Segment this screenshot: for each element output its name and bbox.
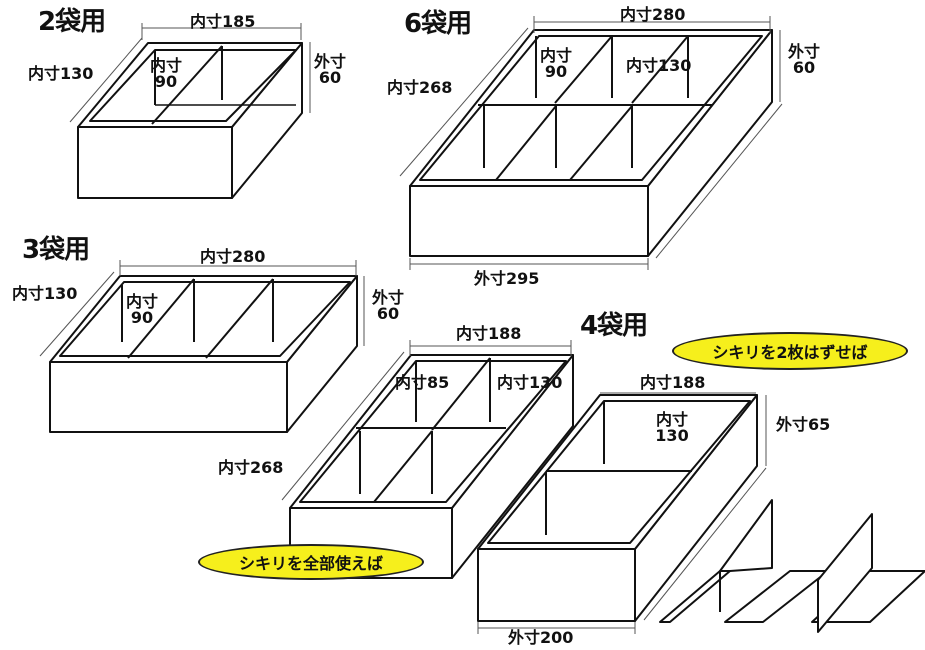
box6-inner-depth: 内寸268: [387, 78, 453, 97]
box6-outer-width: 外寸295: [474, 269, 540, 288]
title-6-bags: 6袋用: [404, 9, 472, 39]
box-6-dimension-lines: [399, 16, 783, 270]
box4a-inner-width: 内寸188: [456, 324, 522, 343]
box-3-bags: [49, 275, 358, 433]
box4b-outer-width: 外寸200: [508, 628, 574, 647]
title-4-bags: 4袋用: [580, 311, 648, 341]
box3-inner-depth: 内寸130: [12, 284, 78, 303]
box2-inner-depth: 内寸130: [28, 64, 94, 83]
title-3-bags: 3袋用: [22, 235, 90, 265]
loose-dividers: [659, 499, 925, 633]
box4b-inner-width: 内寸188: [640, 373, 706, 392]
title-2-bags: 2袋用: [38, 7, 106, 37]
note-use-all-dividers: シキリを全部使えば: [198, 544, 424, 580]
box4a-divider-85: 内寸85: [395, 373, 450, 392]
box6-divider-130: 内寸130: [626, 56, 692, 75]
box6-inner-width: 内寸280: [620, 5, 686, 24]
box-3-dimension-lines: [39, 260, 365, 357]
box2-inner-width: 内寸185: [190, 12, 256, 31]
box-4a-dimension-lines: [281, 340, 572, 501]
box-4b-dimension-lines: [477, 392, 767, 634]
box4a-inner-depth: 内寸268: [218, 458, 284, 477]
box-4-bags-open: [477, 394, 758, 622]
box3-inner-width: 内寸280: [200, 247, 266, 266]
box-6-bags: [409, 29, 773, 257]
box-2-dimension-lines: [69, 23, 311, 123]
box-2-bags: [77, 42, 303, 199]
note-remove-two-dividers: シキリを2枚はずせば: [672, 332, 908, 370]
box4b-outer-height: 外寸65: [776, 415, 831, 434]
box4a-divider-130: 内寸130: [497, 373, 563, 392]
